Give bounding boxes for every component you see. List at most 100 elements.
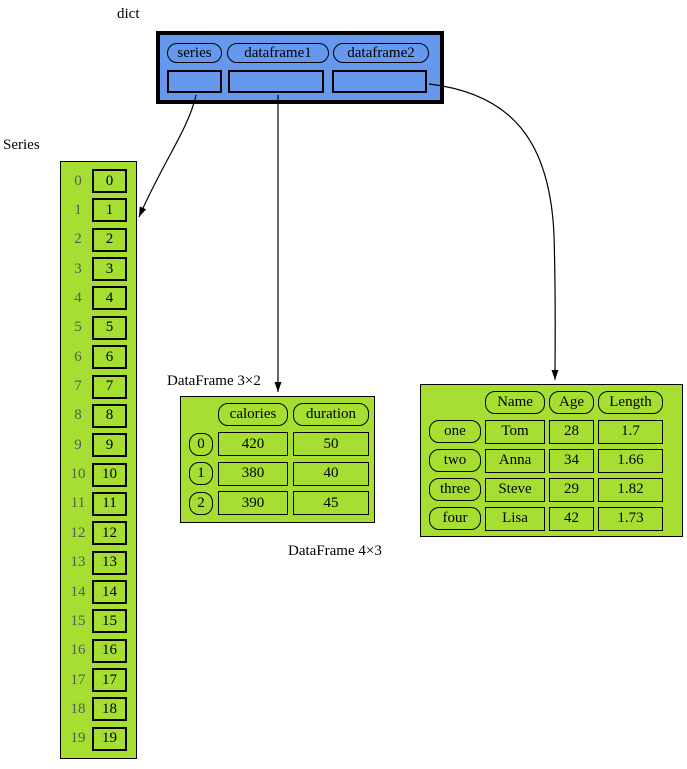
row-index-label: three bbox=[429, 478, 481, 501]
series-row: 11 11 bbox=[66, 491, 136, 516]
series-index-label: 5 bbox=[74, 319, 82, 336]
series-index-label: 10 bbox=[70, 466, 86, 483]
series-value-box: 3 bbox=[92, 257, 127, 282]
df-cell: 1.82 bbox=[598, 477, 663, 502]
dict-values-row bbox=[167, 63, 440, 93]
dataframe1-title: DataFrame 3×2 bbox=[167, 373, 261, 389]
series-index-label: 18 bbox=[70, 700, 86, 717]
edge-dict-to-dataframe2 bbox=[428, 83, 559, 381]
df-cell: Anna bbox=[485, 448, 545, 473]
series-index-label: 11 bbox=[70, 495, 86, 512]
series-title: Series bbox=[3, 137, 40, 153]
series-index-label: 6 bbox=[74, 348, 82, 365]
df-cell: 380 bbox=[218, 461, 288, 486]
df-cell: 29 bbox=[549, 477, 594, 502]
series-index-label: 13 bbox=[70, 554, 86, 571]
series-value-box: 1 bbox=[92, 198, 127, 223]
series-value-box: 11 bbox=[92, 491, 127, 516]
column-header-length: Length bbox=[598, 391, 663, 414]
dict-key-dataframe2: dataframe2 bbox=[333, 43, 429, 63]
series-index-label: 1 bbox=[74, 201, 82, 218]
series-value-box: 15 bbox=[92, 609, 127, 634]
column-header-age: Age bbox=[549, 391, 594, 414]
series-index-label: 15 bbox=[70, 612, 86, 629]
df-cell: 390 bbox=[218, 491, 288, 516]
dict-key-dataframe1: dataframe1 bbox=[227, 43, 329, 63]
series-index-label: 19 bbox=[70, 730, 86, 747]
series-index-label: 0 bbox=[74, 172, 82, 189]
row-index-label: four bbox=[429, 507, 481, 530]
row-index-label: 2 bbox=[189, 491, 213, 515]
series-index-label: 16 bbox=[70, 642, 86, 659]
series-index-label: 12 bbox=[70, 524, 86, 541]
df-cell: 50 bbox=[293, 432, 369, 457]
series-row: 13 13 bbox=[66, 550, 136, 575]
row-index-label: one bbox=[429, 420, 481, 443]
dataframe2-title: DataFrame 4×3 bbox=[288, 543, 382, 559]
series-value-box: 2 bbox=[92, 227, 127, 252]
df-cell: 45 bbox=[293, 491, 369, 516]
df-cell: 1.73 bbox=[598, 506, 663, 531]
series-value-box: 4 bbox=[92, 286, 127, 311]
series-value-box: 19 bbox=[92, 726, 127, 751]
column-header-calories: calories bbox=[218, 403, 288, 426]
series-value-box: 7 bbox=[92, 374, 127, 399]
dict-title: dict bbox=[117, 6, 140, 22]
dict-value-slot-series bbox=[167, 70, 222, 93]
series-value-box: 13 bbox=[92, 550, 127, 575]
series-index-label: 8 bbox=[74, 407, 82, 424]
dict-key-series: series bbox=[167, 43, 222, 63]
column-header-name: Name bbox=[485, 391, 545, 414]
series-value-box: 16 bbox=[92, 638, 127, 663]
series-index-label: 14 bbox=[70, 583, 86, 600]
df-cell: Tom bbox=[485, 419, 545, 444]
series-value-box: 0 bbox=[92, 169, 127, 193]
series-row: 10 10 bbox=[66, 462, 136, 487]
series-index-label: 9 bbox=[74, 436, 82, 453]
series-index-label: 17 bbox=[70, 671, 86, 688]
series-index-label: 4 bbox=[74, 289, 82, 306]
column-header-duration: duration bbox=[293, 403, 369, 426]
dict-value-slot-dataframe2 bbox=[332, 70, 427, 93]
series-value-box: 8 bbox=[92, 403, 127, 428]
series-value-box: 17 bbox=[92, 668, 127, 693]
series-value-box: 5 bbox=[92, 315, 127, 340]
df-cell: 28 bbox=[549, 419, 594, 444]
df-cell: 1.66 bbox=[598, 448, 663, 473]
series-value-box: 10 bbox=[92, 462, 127, 487]
row-index-label: 1 bbox=[189, 462, 213, 486]
row-index-label: 0 bbox=[189, 432, 213, 456]
edge-dict-to-series bbox=[138, 94, 197, 218]
series-value-box: 6 bbox=[92, 345, 127, 370]
df-cell: 1.7 bbox=[598, 419, 663, 444]
series-value-box: 12 bbox=[92, 521, 127, 546]
df-cell: 42 bbox=[549, 506, 594, 531]
df-cell: 34 bbox=[549, 448, 594, 473]
